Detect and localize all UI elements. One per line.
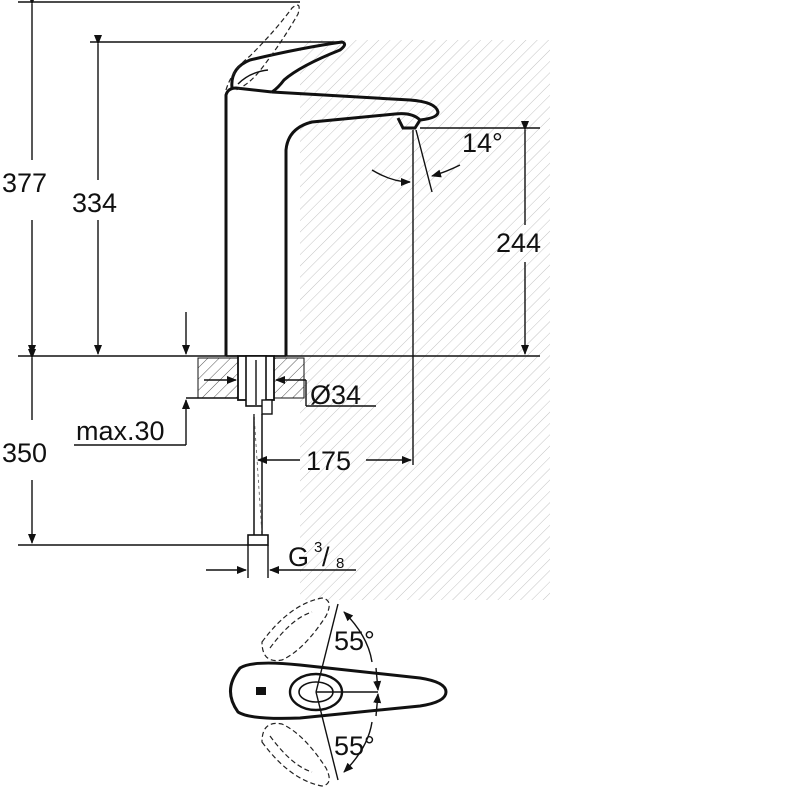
thread-denominator-label: 8: [336, 555, 344, 572]
dim-outlet-height: [420, 121, 540, 355]
handle-angle-left-label: 55°: [334, 626, 375, 656]
faucet-body: [224, 40, 440, 357]
thread-numerator-label: 3: [314, 539, 322, 556]
faucet-top-view: [229, 603, 448, 781]
background-hatching: [300, 40, 550, 600]
thread-slash: /: [322, 542, 330, 572]
handle-angle-right-label: 55°: [334, 731, 375, 761]
dim-deck-arrow: [182, 312, 238, 445]
dim-total-height: [18, 0, 300, 355]
outlet-height-label: 244: [496, 228, 541, 258]
max-thickness-label: max.30: [76, 416, 165, 446]
thread-prefix-label: G: [288, 542, 309, 572]
dim-spout-height: [90, 35, 340, 355]
lever-raised-ghost: [225, 4, 300, 91]
dim-spout-angle: [371, 129, 461, 465]
lever-swing-ghosts: [261, 597, 330, 787]
flexible-hose: [247, 413, 269, 578]
mounting-shank: [237, 355, 275, 415]
spout-height-label: 334: [72, 188, 117, 218]
dim-tail-length: [18, 349, 248, 546]
projection-label: 175: [306, 446, 351, 476]
hole-diameter-label: Ø34: [310, 380, 361, 410]
dim-hole-diameter: [204, 376, 376, 407]
total-height-label: 377: [2, 168, 47, 198]
spout-angle-label: 14°: [462, 128, 503, 158]
tail-length-label: 350: [2, 438, 47, 468]
dim-handle-angles: [343, 611, 382, 773]
